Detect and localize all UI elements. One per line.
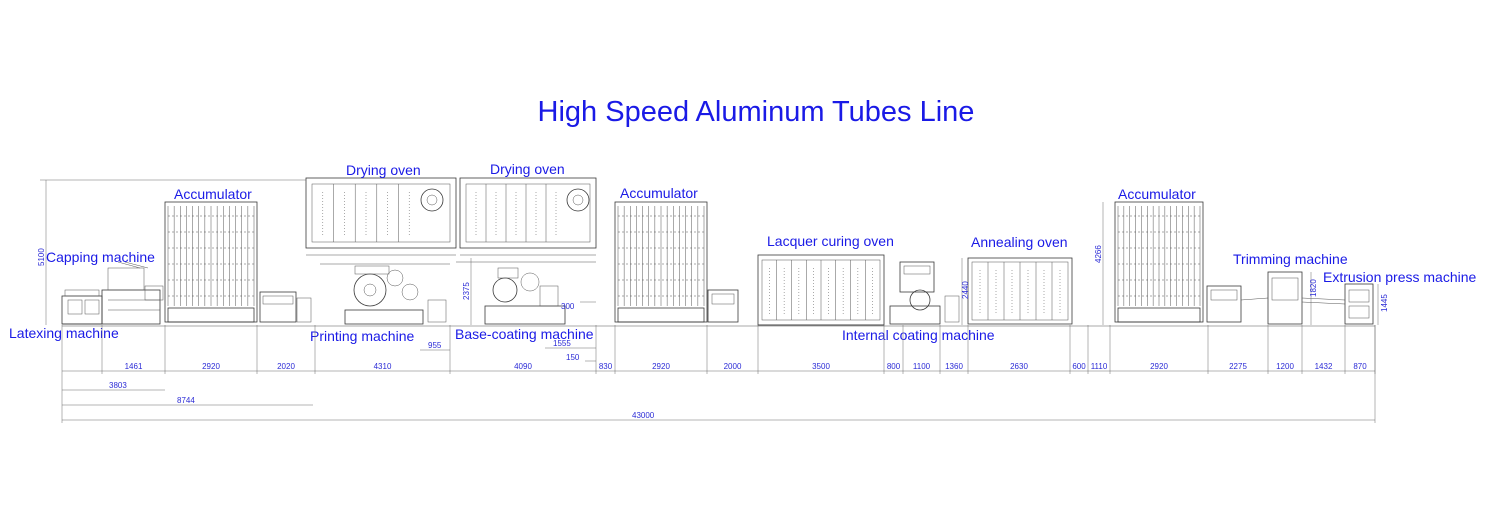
svg-text:2440: 2440 xyxy=(961,281,970,299)
dimension-row-label: 4090 xyxy=(514,362,532,371)
svg-text:8744: 8744 xyxy=(177,396,195,405)
label-printing-machine: Printing machine xyxy=(310,328,414,344)
label-extrusion-press-machine: Extrusion press machine xyxy=(1323,269,1477,285)
dimension-row-label: 1461 xyxy=(125,362,143,371)
dimension-row-label: 1110 xyxy=(1091,362,1108,371)
label-latexing-machine: Latexing machine xyxy=(9,325,119,341)
svg-text:2375: 2375 xyxy=(462,282,471,300)
dimension-row-label: 1200 xyxy=(1276,362,1294,371)
svg-text:1820: 1820 xyxy=(1309,279,1318,297)
transfer-unit-3-drawing xyxy=(1206,285,1269,323)
dimension-row-label: 870 xyxy=(1353,362,1367,371)
height-dimension-4266: 4266 xyxy=(1094,202,1104,325)
height-dimension-5100: 5100 xyxy=(37,179,306,325)
label-drying-oven-1: Drying oven xyxy=(346,162,421,178)
drying-oven-2-drawing xyxy=(459,177,597,256)
height-dimension-2440: 2440 xyxy=(961,258,970,325)
dimension-8744: 8744 xyxy=(62,396,313,406)
dimension-row-label: 4310 xyxy=(374,362,392,371)
dimension-overall-43000: 43000 xyxy=(61,325,1376,423)
svg-text:5100: 5100 xyxy=(37,248,46,266)
dimension-row-label: 2920 xyxy=(202,362,220,371)
dimension-row-label: 800 xyxy=(887,362,901,371)
annealing-oven-drawing xyxy=(967,257,1073,325)
diagram-title: High Speed Aluminum Tubes Line xyxy=(538,96,975,128)
dimension-row-label: 830 xyxy=(599,362,613,371)
dimension-row-label: 2920 xyxy=(1150,362,1168,371)
svg-text:150: 150 xyxy=(566,353,580,362)
label-accumulator-1: Accumulator xyxy=(174,186,252,202)
internal-coating-machine-drawing xyxy=(889,261,960,325)
conveyor-unit-1-drawing xyxy=(259,291,312,323)
dimension-row-label: 2920 xyxy=(652,362,670,371)
height-dimension-1820: 1820 xyxy=(1309,272,1318,325)
accumulator-3-drawing xyxy=(1114,201,1204,323)
dimension-row: 1461 2920 2020 4310 4090 830 2920 2000 3500 800 11… xyxy=(62,325,1376,374)
drying-oven-1-drawing xyxy=(305,177,457,256)
dimension-row-label: 1432 xyxy=(1315,362,1333,371)
height-dimension-2375: 2375 xyxy=(462,258,472,325)
label-trimming-machine: Trimming machine xyxy=(1233,251,1348,267)
accumulator-1-drawing xyxy=(164,201,258,323)
dimension-row-label: 2630 xyxy=(1010,362,1028,371)
dimension-150: 150 xyxy=(566,353,596,362)
svg-text:1555: 1555 xyxy=(553,339,571,348)
accumulator-2-drawing xyxy=(614,201,708,323)
label-accumulator-3: Accumulator xyxy=(1118,186,1196,202)
dimension-3803: 3803 xyxy=(62,381,165,391)
base-coating-machine-drawing xyxy=(456,261,596,325)
label-base-coating-machine: Base-coating machine xyxy=(455,326,594,342)
dimension-row-label: 3500 xyxy=(812,362,830,371)
svg-text:4266: 4266 xyxy=(1094,245,1103,263)
svg-text:43000: 43000 xyxy=(632,411,655,420)
svg-text:1445: 1445 xyxy=(1380,294,1389,312)
dimension-row-label: 1360 xyxy=(945,362,963,371)
capping-machine-drawing xyxy=(101,261,164,325)
dimension-row-label: 2275 xyxy=(1229,362,1247,371)
svg-text:955: 955 xyxy=(428,341,442,350)
svg-text:300: 300 xyxy=(561,302,575,311)
height-dimension-1445: 1445 xyxy=(1377,284,1389,325)
label-lacquer-curing-oven: Lacquer curing oven xyxy=(767,233,894,249)
label-internal-coating-machine: Internal coating machine xyxy=(842,327,995,343)
lacquer-curing-oven-drawing xyxy=(757,254,885,326)
latexing-machine-drawing xyxy=(61,289,103,325)
dimension-row-label: 1100 xyxy=(913,362,931,371)
dimension-row-label: 2020 xyxy=(277,362,295,371)
trimming-machine-drawing xyxy=(1267,271,1346,325)
label-drying-oven-2: Drying oven xyxy=(490,161,565,177)
dimension-row-label: 2000 xyxy=(724,362,742,371)
svg-text:3803: 3803 xyxy=(109,381,127,390)
label-accumulator-2: Accumulator xyxy=(620,185,698,201)
height-dimension-300: 300 xyxy=(561,301,596,311)
dimension-1555: 1555 xyxy=(545,339,596,349)
printing-machine-drawing xyxy=(320,263,450,325)
transfer-unit-2-drawing xyxy=(707,289,739,323)
label-annealing-oven: Annealing oven xyxy=(971,234,1068,250)
dimension-row-label: 600 xyxy=(1072,362,1086,371)
label-capping-machine: Capping machine xyxy=(46,249,155,265)
dimension-955: 955 xyxy=(420,341,450,351)
extrusion-press-drawing xyxy=(1344,283,1374,325)
